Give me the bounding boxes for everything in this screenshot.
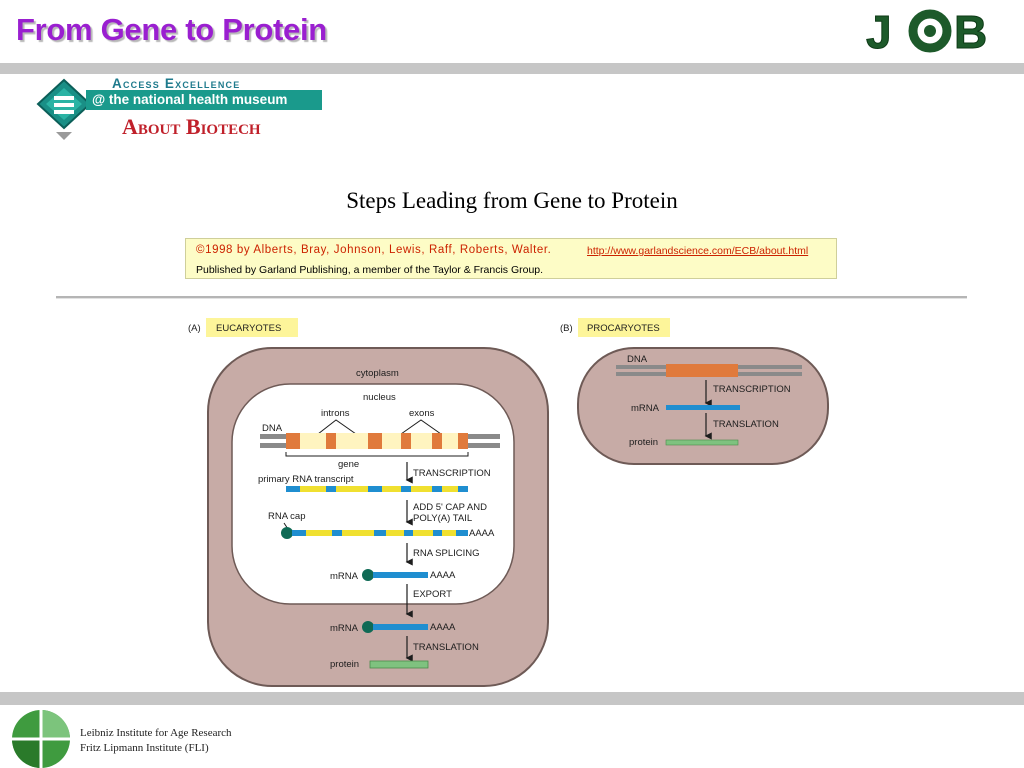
label-dna-b: DNA [627, 354, 648, 365]
gene-b [666, 364, 738, 377]
banner-line1: Access Excellence [112, 76, 241, 91]
figure-title: Steps Leading from Gene to Protein [346, 188, 678, 213]
credit-publisher: Published by Garland Publishing, a membe… [196, 264, 544, 276]
label-dna-a: DNA [262, 423, 283, 434]
nucleus [231, 383, 515, 605]
footer-divider-bar [0, 692, 1024, 705]
label-nucleus: nucleus [363, 392, 396, 403]
label-transcription-b: TRANSCRIPTION [713, 384, 791, 395]
credit-link[interactable]: http://www.garlandscience.com/ECB/about.… [587, 245, 809, 257]
label-mrna-nucleus: mRNA [330, 571, 359, 582]
label-introns: introns [321, 408, 350, 419]
label-splicing: RNA SPLICING [413, 548, 480, 559]
intron-seg [382, 486, 401, 492]
fli-logo [12, 710, 70, 768]
exon-6 [458, 433, 468, 449]
svg-text:B: B [954, 6, 987, 56]
intron-seg [306, 530, 332, 536]
exon-3 [368, 433, 382, 449]
protein-a [369, 660, 429, 669]
jcb-logo: J B [866, 6, 988, 57]
intron-seg [442, 530, 456, 536]
panel-a-letter: (A) [188, 323, 201, 334]
panel-a-heading: EUCARYOTES [216, 323, 281, 334]
label-rna-cap: RNA cap [268, 511, 306, 522]
intron-seg [342, 530, 374, 536]
gene-to-protein-diagram: (A) EUCARYOTES cytoplasm nucleus introns… [188, 318, 829, 687]
exons-pointer [400, 419, 442, 435]
label-primary-transcript: primary RNA transcript [258, 474, 354, 485]
footer-line1: Leibniz Institute for Age Research [80, 727, 232, 739]
intron-seg [300, 486, 326, 492]
label-transcription-a: TRANSCRIPTION [413, 468, 491, 479]
exon-2 [326, 433, 336, 449]
label-translation-b: TRANSLATION [713, 419, 779, 430]
intron-seg [413, 530, 433, 536]
label-protein-a: protein [330, 659, 359, 670]
label-polya-3: AAAA [430, 622, 456, 633]
intron-seg [411, 486, 432, 492]
footer-line2: Fritz Lipmann Institute (FLI) [80, 742, 209, 754]
panel-b-heading-bg [578, 318, 670, 337]
intron-seg [386, 530, 404, 536]
slide-title: From Gene to Protein [16, 12, 327, 47]
label-exons: exons [409, 408, 435, 419]
introns-pointer [317, 419, 357, 435]
rna-cap-c [362, 621, 374, 633]
credit-box: ©1998 by Alberts, Bray, Johnson, Lewis, … [185, 238, 837, 279]
credit-authors: ©1998 by Alberts, Bray, Johnson, Lewis, … [196, 244, 552, 256]
panel-b-heading: PROCARYOTES [587, 323, 660, 334]
label-polya-2: AAAA [430, 570, 456, 581]
mature-mrna-nucleus [373, 572, 428, 578]
label-mrna-cytoplasm: mRNA [330, 623, 359, 634]
label-cytoplasm: cytoplasm [356, 368, 399, 379]
exon-5 [432, 433, 442, 449]
mature-mrna-cytoplasm [373, 624, 428, 630]
gene-bracket [285, 452, 469, 457]
label-mrna-b: mRNA [631, 403, 660, 414]
capped-transcript [292, 530, 468, 536]
label-gene: gene [338, 459, 359, 470]
primary-transcript [286, 486, 468, 492]
protein-b [665, 439, 739, 446]
rna-cap-b [362, 569, 374, 581]
panel-b-letter: (B) [560, 323, 573, 334]
panel-a-heading-bg [206, 318, 298, 337]
intron-seg [336, 486, 368, 492]
figure-divider [56, 296, 967, 299]
banner-line3: About Biotech [122, 114, 261, 139]
label-cap-step-2: POLY(A) TAIL [413, 513, 472, 524]
rna-cap-a [281, 527, 293, 539]
label-protein-b: protein [629, 437, 658, 448]
label-cap-step-1: ADD 5' CAP AND [413, 502, 487, 513]
svg-text:J: J [866, 6, 892, 56]
access-excellence-logo [36, 78, 92, 140]
label-translation-a: TRANSLATION [413, 642, 479, 653]
label-polya-1: AAAA [469, 528, 495, 539]
exon-1 [286, 433, 300, 449]
intron-seg [442, 486, 458, 492]
header-divider-bar [0, 63, 1024, 74]
mrna-b [666, 405, 740, 410]
exon-4 [401, 433, 411, 449]
banner-line2: @ the national health museum [86, 90, 322, 110]
label-export: EXPORT [413, 589, 452, 600]
